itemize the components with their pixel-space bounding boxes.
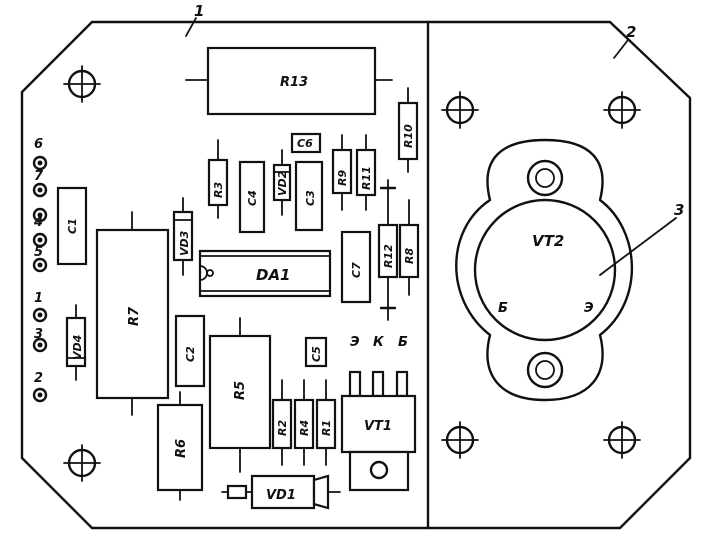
vt2-flange [455, 138, 634, 402]
capacitor-c7: C7 [340, 230, 372, 304]
label-c7: C7 [350, 262, 363, 278]
pin-label-3: 3 [34, 327, 43, 342]
resistor-r7: R7 [95, 211, 170, 416]
label-r5: R5 [233, 381, 248, 400]
heatsink-hole-top-right [603, 91, 641, 129]
callout-2-leader [613, 39, 629, 59]
resistor-r9: R9 [331, 134, 353, 211]
chip-da1: DA1 [198, 249, 332, 298]
label-r7: R7 [127, 306, 142, 326]
label-r11: R11 [360, 166, 373, 190]
diode-vd4: VD4 [65, 304, 87, 381]
resistor-r11: R11 [355, 134, 377, 211]
pin-label-5: 5 [34, 245, 43, 260]
heatsink-hole-bottom-left [441, 421, 479, 459]
resistor-r10: R10 [397, 87, 419, 173]
resistor-r1: R1 [315, 379, 337, 466]
label-vd4: VD4 [71, 335, 84, 360]
capacitor-c3: C3 [294, 160, 324, 232]
label-vt1: VT1 [364, 419, 392, 434]
resistor-r2: R2 [271, 379, 293, 466]
label-vd1: VD1 [266, 488, 296, 503]
pin-label-1: 1 [34, 291, 43, 306]
vt1-lead-e: Э [350, 335, 360, 350]
resistor-r3: R3 [207, 139, 229, 219]
callout-2-label: 2 [626, 23, 636, 41]
capacitor-c6: C6 [290, 132, 322, 154]
label-vt2: VT2 [532, 232, 564, 250]
pin-label-4: 4 [33, 215, 43, 230]
heatsink-hole-top-left [441, 91, 479, 129]
callout-1-leader [185, 17, 197, 37]
capacitor-c5: C5 [304, 336, 328, 368]
transistor-vt1: VT1 [340, 370, 417, 492]
heatsink-outline [426, 20, 692, 530]
label-r1: R1 [320, 420, 333, 436]
label-r4: R4 [298, 420, 311, 436]
label-vd2: VD2 [276, 170, 289, 196]
vt1-lead-k: К [373, 335, 385, 350]
label-r6: R6 [174, 439, 189, 458]
pin-label-6: 6 [34, 137, 43, 152]
resistor-r6: R6 [156, 391, 204, 501]
label-r12: R12 [382, 244, 395, 268]
callout-1-label: 1 [194, 2, 204, 20]
label-r3: R3 [212, 182, 225, 198]
diode-vd3: VD3 [172, 197, 194, 276]
diode-vd2: VD2 [272, 149, 292, 216]
label-da1: DA1 [256, 266, 291, 284]
label-vd3: VD3 [178, 230, 191, 256]
label-c1: C1 [66, 218, 79, 234]
resistor-r13: R13 [185, 46, 393, 116]
label-r13: R13 [280, 75, 308, 90]
resistor-r8: R8 [398, 199, 420, 296]
mounting-hole-bottom-left [63, 444, 101, 482]
vt2-pin-emitter: Э [584, 301, 594, 316]
callout-3-leader [599, 217, 677, 276]
label-r2: R2 [276, 420, 289, 436]
resistor-r12: R12 [377, 179, 399, 321]
label-c2: C2 [184, 346, 197, 362]
vt2-pin-base: Б [498, 301, 508, 316]
label-c5: C5 [310, 346, 323, 362]
vt1-lead-b: Б [398, 335, 408, 350]
pin-label-7: 7 [34, 169, 44, 184]
label-c4: C4 [246, 190, 259, 206]
label-r8: R8 [403, 248, 416, 264]
mounting-hole-top-left [63, 65, 101, 103]
capacitor-c1: C1 [56, 186, 88, 266]
diode-vd1: VD1 [221, 474, 341, 510]
heatsink-hole-bottom-right [603, 421, 641, 459]
pin-label-2: 2 [34, 371, 43, 386]
label-r9: R9 [336, 170, 349, 186]
callout-3-label: 3 [674, 201, 684, 219]
label-c6: C6 [297, 137, 313, 150]
capacitor-c4: C4 [238, 160, 266, 234]
resistor-r5: R5 [208, 317, 272, 473]
resistor-r4: R4 [293, 379, 315, 466]
capacitor-c2: C2 [174, 314, 206, 388]
label-c3: C3 [304, 190, 317, 206]
label-r10: R10 [402, 124, 415, 148]
transistor-vt2: VT2 Б Э [455, 138, 634, 402]
connector-pins [32, 155, 48, 403]
